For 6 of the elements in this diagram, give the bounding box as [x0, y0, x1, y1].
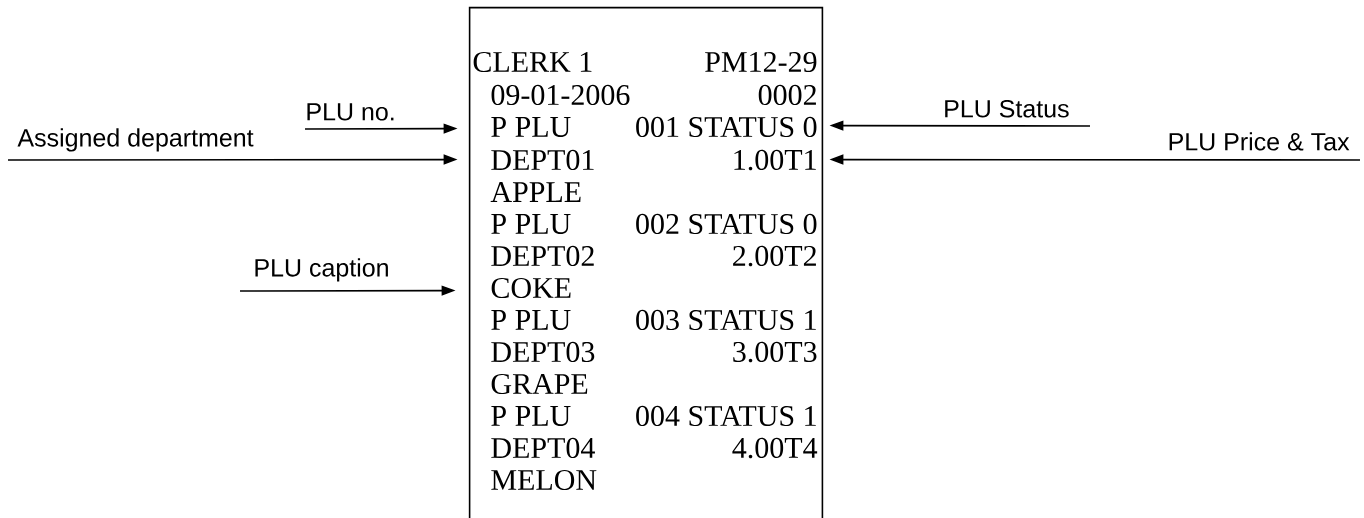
callout-label: PLU Price & Tax	[1169, 132, 1350, 151]
callout-label: PLU caption	[255, 258, 388, 282]
receipt-box: CLERK 1 PM12-29 09-01-2006 0002 P PLU 001 STATUS 0 DEPT01 1.00T1 APPLE P PLU 002 STATUS 0 DEPT02 2.00T2 COKE P PLU 003 STATUS 1 DEPT03 3.00T3 GRAPE P PLU 004 STATUS 1 DEPT04 4.00T4 MELON	[468, 6, 824, 518]
callout-label: Assigned department	[17, 128, 254, 152]
callout-label: PLU Status	[945, 99, 1069, 118]
callout-label: PLU no.	[307, 103, 394, 121]
